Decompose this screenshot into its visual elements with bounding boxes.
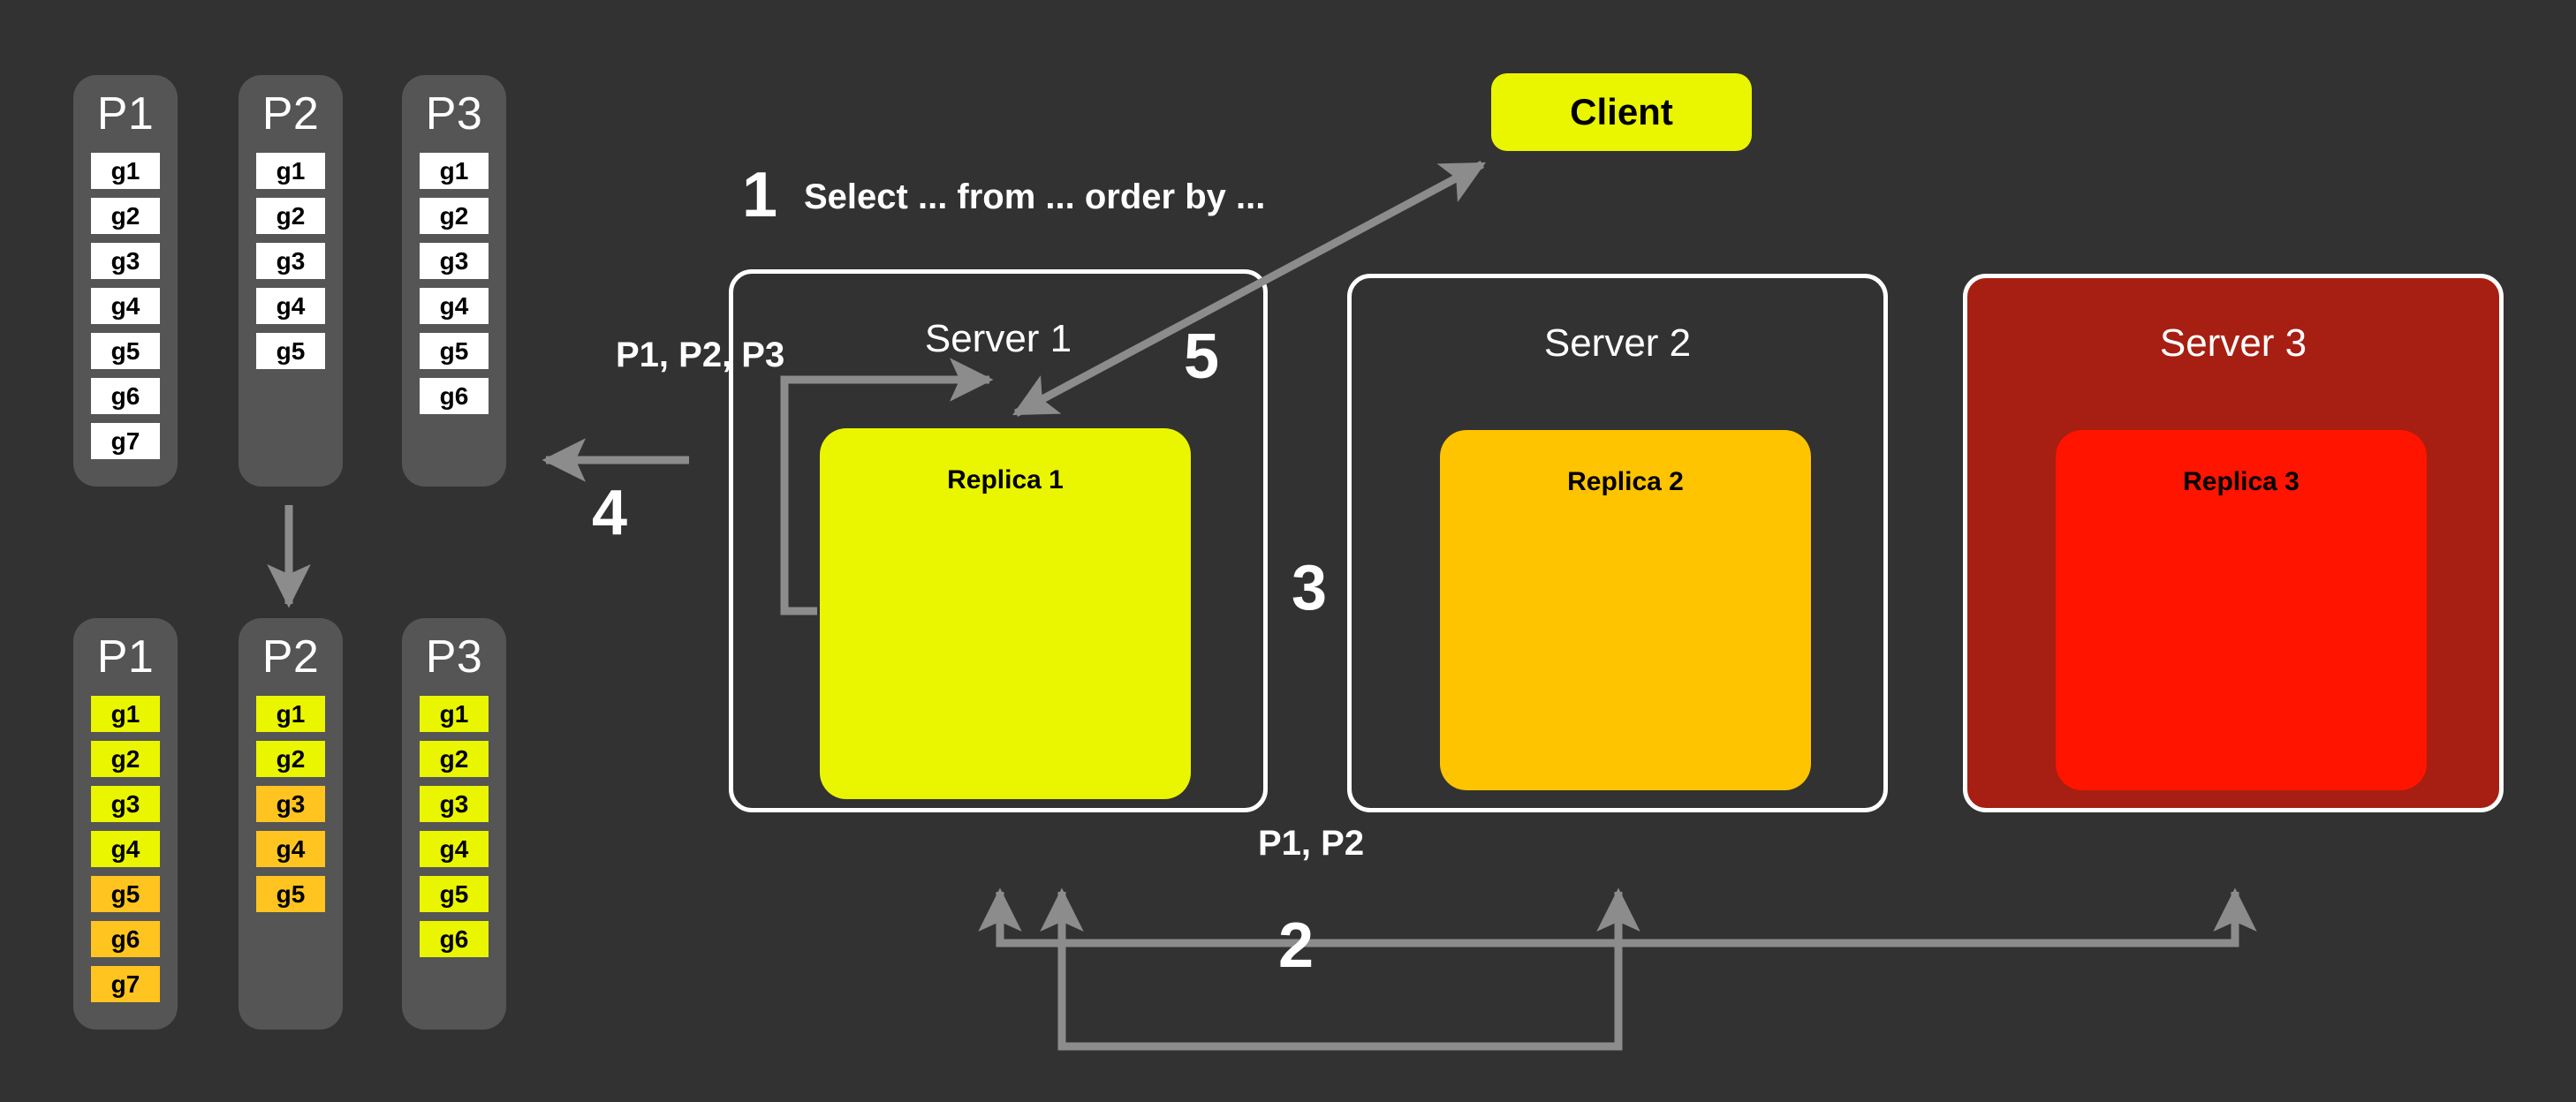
partition-cell: g3: [91, 243, 160, 279]
partition-title: P2: [261, 631, 320, 683]
partition-cell: g7: [91, 423, 160, 459]
server-2-title: Server 2: [1543, 321, 1692, 365]
partition-column-bottom-p1: P1 g1 g2 g3 g4 g5 g6 g7: [73, 618, 178, 1030]
replica-3-label: Replica 3: [2183, 467, 2299, 496]
partition-cell: g4: [420, 831, 489, 867]
partition-cell: g5: [420, 876, 489, 912]
partition-cell: g2: [91, 741, 160, 777]
replica-2-box[interactable]: Replica 2: [1440, 430, 1811, 790]
server-2-box[interactable]: Server 2 Replica 2: [1347, 274, 1888, 812]
partition-cell-list: g1 g2 g3 g4 g5 g6 g7: [91, 153, 160, 468]
partition-title: P3: [425, 631, 483, 683]
query-label: Select ... from ... order by ...: [804, 177, 1266, 216]
partition-cell-list: g1 g2 g3 g4 g5 g6: [420, 696, 489, 966]
partition-cell: g5: [256, 876, 325, 912]
partition-column-top-p3: P3 g1 g2 g3 g4 g5 g6: [402, 75, 506, 487]
partitions-p1p2-label: P1, P2: [1258, 824, 1365, 863]
step-number-1: 1: [742, 160, 778, 230]
step-number-4: 4: [592, 478, 628, 548]
partition-cell: g4: [91, 288, 160, 324]
replica-1-box[interactable]: Replica 1: [820, 428, 1191, 799]
partition-cell: g5: [91, 876, 160, 912]
partition-cell-list: g1 g2 g3 g4 g5 g6: [420, 153, 489, 423]
arrow-step-2-server2-to-server1: [1040, 887, 1640, 1051]
partition-title: P1: [96, 631, 155, 683]
partition-cell: g1: [420, 696, 489, 732]
replica-2-label: Replica 2: [1567, 467, 1684, 496]
partition-cell: g3: [420, 786, 489, 822]
partition-cell: g5: [420, 333, 489, 369]
partition-cell: g1: [91, 696, 160, 732]
partition-cell-list: g1 g2 g3 g4 g5: [256, 153, 325, 378]
partition-cell: g2: [420, 741, 489, 777]
step-number-2: 2: [1278, 910, 1315, 981]
partition-column-bottom-p3: P3 g1 g2 g3 g4 g5 g6: [402, 618, 506, 1030]
partition-cell-list: g1 g2 g3 g4 g5 g6 g7: [91, 696, 160, 1011]
partition-cell: g6: [91, 921, 160, 957]
partition-cell: g4: [256, 288, 325, 324]
partition-cell: g2: [91, 198, 160, 234]
client-node[interactable]: Client: [1491, 73, 1752, 151]
partition-cell: g1: [256, 696, 325, 732]
partition-column-top-p2: P2 g1 g2 g3 g4 g5: [239, 75, 343, 487]
partition-cell: g7: [91, 966, 160, 1002]
step-number-3: 3: [1292, 553, 1328, 623]
step-number-5: 5: [1184, 321, 1220, 392]
partition-column-top-p1: P1 g1 g2 g3 g4 g5 g6 g7: [73, 75, 178, 487]
partition-cell: g5: [256, 333, 325, 369]
partition-cell: g4: [420, 288, 489, 324]
partition-title: P3: [425, 88, 483, 140]
partition-title: P1: [96, 88, 155, 140]
partition-cell: g2: [256, 741, 325, 777]
client-label: Client: [1570, 91, 1673, 132]
partition-cell: g5: [91, 333, 160, 369]
partition-cell: g3: [91, 786, 160, 822]
partition-cell: g3: [420, 243, 489, 279]
partition-cell: g1: [91, 153, 160, 189]
server-3-box[interactable]: Server 3 Replica 3: [1963, 274, 2504, 812]
partition-cell: g2: [256, 198, 325, 234]
partition-cell: g3: [256, 243, 325, 279]
partition-cell: g4: [256, 831, 325, 867]
arrow-step-2-server3-to-server1: [978, 887, 2257, 947]
partition-cell: g4: [91, 831, 160, 867]
partition-title: P2: [261, 88, 320, 140]
partition-cell: g1: [420, 153, 489, 189]
replica-1-label: Replica 1: [947, 465, 1064, 494]
partition-cell: g3: [256, 786, 325, 822]
partition-cell: g2: [420, 198, 489, 234]
partition-cell: g6: [91, 378, 160, 414]
partition-cell-list: g1 g2 g3 g4 g5: [256, 696, 325, 921]
partition-cell: g1: [256, 153, 325, 189]
server-3-title: Server 3: [2159, 321, 2307, 365]
partitions-all-label: P1, P2, P3: [616, 336, 785, 374]
partition-cell: g6: [420, 921, 489, 957]
partition-column-bottom-p2: P2 g1 g2 g3 g4 g5: [239, 618, 343, 1030]
replica-3-box[interactable]: Replica 3: [2056, 430, 2427, 790]
partition-cell: g6: [420, 378, 489, 414]
